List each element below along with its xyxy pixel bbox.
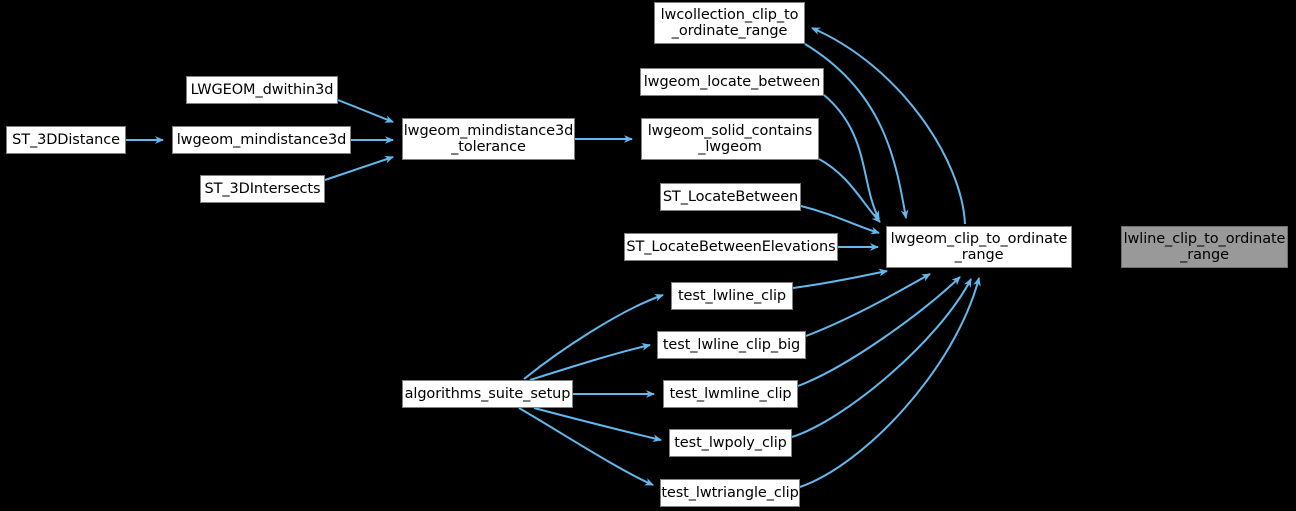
node-st_3ddistance[interactable]: ST_3DDistance <box>6 126 126 154</box>
call-edge <box>791 278 972 438</box>
call-edge <box>533 407 662 442</box>
node-lwline_clip_to_ordinate_range[interactable]: lwline_clip_to_ordinate _range <box>1121 226 1288 268</box>
call-edge <box>324 155 394 181</box>
node-lwcollection_clip_to_ordinate_range[interactable]: lwcollection_clip_to _ordinate_range <box>654 2 805 44</box>
call-edge <box>518 407 654 486</box>
call-edge <box>523 293 664 380</box>
node-test_lwpoly_clip[interactable]: test_lwpoly_clip <box>669 429 792 457</box>
node-test_lwmline_clip[interactable]: test_lwmline_clip <box>663 380 798 408</box>
node-algorithms_suite_setup[interactable]: algorithms_suite_setup <box>402 380 573 408</box>
call-edge <box>823 94 880 220</box>
node-lwgeom_solid_contains_lwgeom[interactable]: lwgeom_solid_contains _lwgeom <box>641 118 819 160</box>
node-lwgeom_clip_to_ordinate_range[interactable]: lwgeom_clip_to_ordinate _range <box>886 226 1072 268</box>
node-test_lwline_clip[interactable]: test_lwline_clip <box>671 282 793 310</box>
call-edge <box>337 99 394 123</box>
call-edge <box>797 276 961 387</box>
call-edge <box>818 158 881 223</box>
call-edge <box>811 27 966 225</box>
node-lwgeom_mindistance3d_tolerance[interactable]: lwgeom_mindistance3d _tolerance <box>402 118 575 160</box>
call-edge <box>805 273 931 337</box>
node-lwgeom_dwithin3d[interactable]: LWGEOM_dwithin3d <box>186 76 338 104</box>
node-st_3dintersects[interactable]: ST_3DIntersects <box>200 175 325 203</box>
call-edge <box>799 277 981 488</box>
node-test_lwline_clip_big[interactable]: test_lwline_clip_big <box>657 331 806 359</box>
node-test_lwtriangle_clip[interactable]: test_lwtriangle_clip <box>660 479 800 507</box>
call-edge <box>800 205 880 235</box>
node-st_locatebetween[interactable]: ST_LocateBetween <box>660 183 801 211</box>
call-edge <box>792 268 888 289</box>
node-lwgeom_mindistance3d[interactable]: lwgeom_mindistance3d <box>172 126 351 154</box>
node-lwgeom_locate_between[interactable]: lwgeom_locate_between <box>640 68 824 96</box>
call-edge <box>529 342 651 381</box>
node-st_locatebetweenelevations[interactable]: ST_LocateBetweenElevations <box>624 233 838 261</box>
